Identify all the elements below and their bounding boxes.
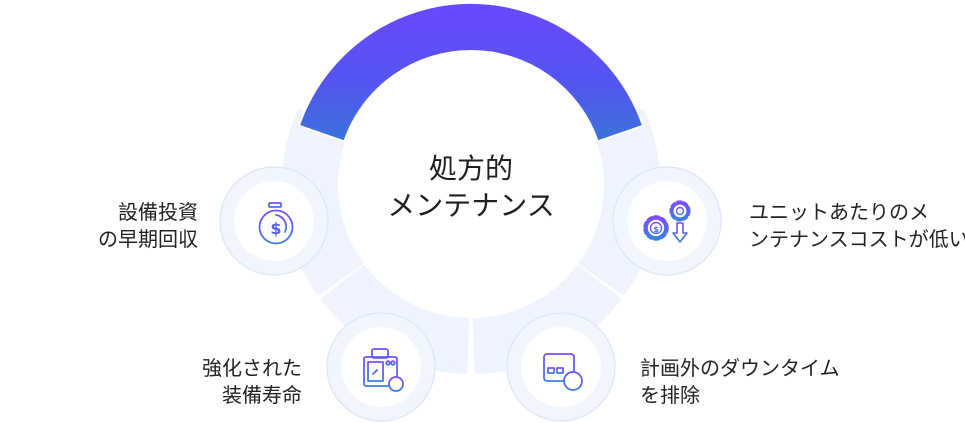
- icon-badge-bottom-right: [506, 312, 616, 422]
- label-lower-unit-maintenance-cost: ユニットあたりのメ ンテナンスコストが低い: [749, 199, 965, 253]
- gears-cost-down-icon: [643, 200, 691, 243]
- label-eliminate-unplanned-downtime: 計画外のダウンタイム を排除: [640, 355, 960, 409]
- label-line: ンテナンスコストが低い: [749, 227, 965, 251]
- dollar-glyph: $: [653, 225, 659, 234]
- center-title-line-2: メンテナンス: [387, 189, 555, 222]
- label-extended-equipment-life: 強化された 装備寿命: [0, 355, 302, 409]
- icon-badge-top-left: $: [219, 166, 329, 276]
- center-circle: [338, 52, 604, 318]
- label-line: の早期回収: [98, 227, 198, 251]
- toolbox-clock-icon: [363, 348, 404, 392]
- label-line: 設備投資: [118, 200, 198, 224]
- gradient-arc: [297, 1, 645, 143]
- label-line: を排除: [640, 383, 700, 407]
- label-line: 計画外のダウンタイム: [640, 356, 840, 380]
- dollar-glyph: $: [270, 219, 281, 238]
- label-early-capex-recovery: 設備投資 の早期回収: [0, 199, 198, 253]
- label-line: 強化された: [202, 356, 302, 380]
- stopwatch-dollar-icon: [253, 202, 294, 245]
- calendar-minus-icon: [543, 349, 583, 391]
- label-line: 装備寿命: [222, 383, 302, 407]
- icon-badge-top-right: $: [612, 166, 722, 276]
- center-title: 処方的 メンテナンス: [341, 150, 601, 224]
- center-title-line-1: 処方的: [428, 152, 513, 185]
- icon-badge-bottom-left: [326, 312, 436, 422]
- label-line: ユニットあたりのメ: [749, 200, 929, 224]
